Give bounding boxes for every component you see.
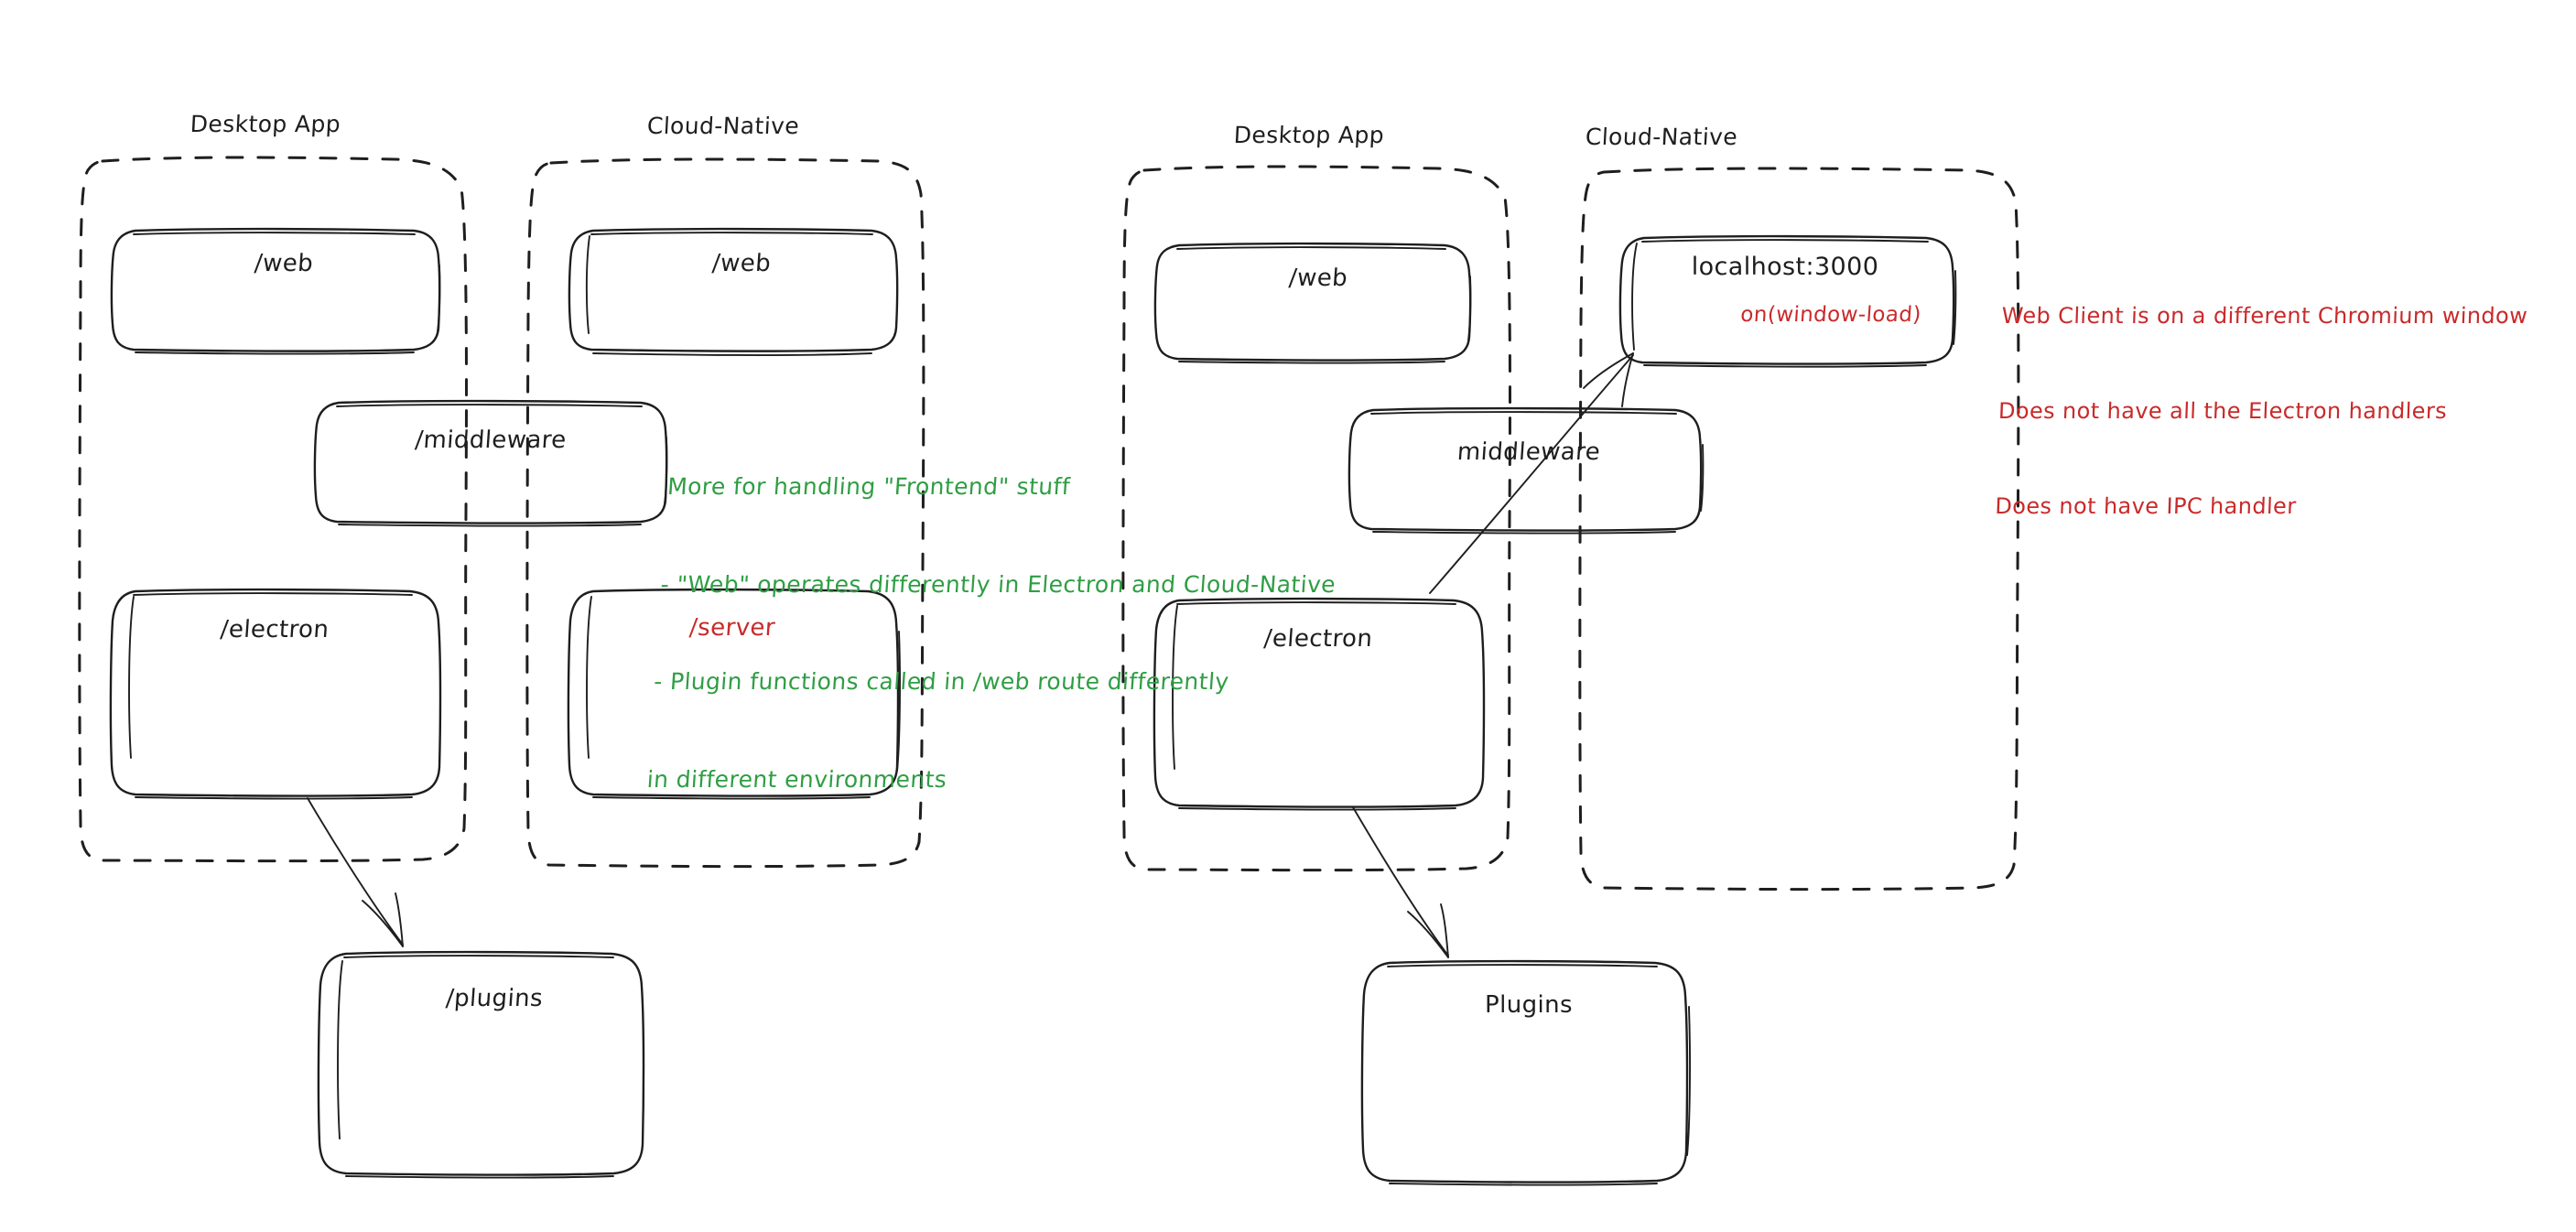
right-middleware-box-label: middleware [1456, 438, 1602, 466]
right-cloud-native-container [1578, 167, 2020, 892]
right-plugins-box-label: Plugins [1485, 991, 1573, 1019]
left-middleware-box [313, 399, 668, 527]
right-localhost-box [1618, 234, 1957, 368]
left-electron-box [109, 588, 442, 800]
right-middleware-box [1348, 406, 1705, 535]
right-web-box [1153, 242, 1472, 364]
right-plugins-box [1360, 959, 1691, 1186]
web-client-note: Web Client is on a different Chromium wi… [1992, 236, 2576, 587]
right-web-box-label: /web [1287, 265, 1349, 292]
left-cloud-native-label: Cloud-Native [646, 113, 800, 139]
left-desktop-app-container [78, 156, 468, 863]
web-client-note-line-1: Web Client is on a different Chromium wi… [2001, 302, 2528, 329]
left-cloud-native-container [525, 157, 925, 869]
left-server-box [567, 588, 901, 800]
frontend-note: More for handling "Frontend" stuff - "We… [642, 405, 1406, 860]
left-desktop-app-label: Desktop App [189, 111, 341, 137]
left-plugins-box [317, 950, 645, 1179]
web-client-note-line-3: Does not have IPC handler [1994, 493, 2297, 520]
left-electron-box-label: /electron [219, 616, 330, 643]
left-web-cloud-box-label: /web [710, 250, 773, 277]
frontend-note-line-4: in different environments [645, 765, 948, 793]
left-plugins-box-label: /plugins [444, 985, 545, 1012]
web-client-note-line-2: Does not have all the Electron handlers [1997, 397, 2448, 424]
frontend-note-line-3: - Plugin functions called in /web route … [653, 668, 1230, 695]
left-middleware-box-label: /middleware [414, 427, 568, 454]
right-desktop-app-container [1121, 165, 1511, 872]
right-electron-box [1153, 597, 1486, 811]
right-cloud-native-label: Cloud-Native [1585, 124, 1738, 150]
frontend-note-line-2: - "Web" operates differently in Electron… [659, 570, 1337, 598]
right-electron-to-localhost-arrow [1429, 352, 1634, 594]
left-web-box-label: /web [253, 250, 315, 277]
left-web-box [110, 227, 441, 355]
right-electron-to-plugins-arrow [1352, 806, 1449, 958]
right-localhost-box-sublabel: on(window-load) [1739, 303, 1922, 327]
right-desktop-app-label: Desktop App [1233, 122, 1385, 148]
left-electron-to-plugins-arrow [307, 797, 404, 947]
left-web-cloud-box [568, 227, 899, 356]
frontend-note-line-1: More for handling "Frontend" stuff [666, 473, 1072, 500]
right-localhost-box-label: localhost:3000 [1691, 253, 1879, 281]
